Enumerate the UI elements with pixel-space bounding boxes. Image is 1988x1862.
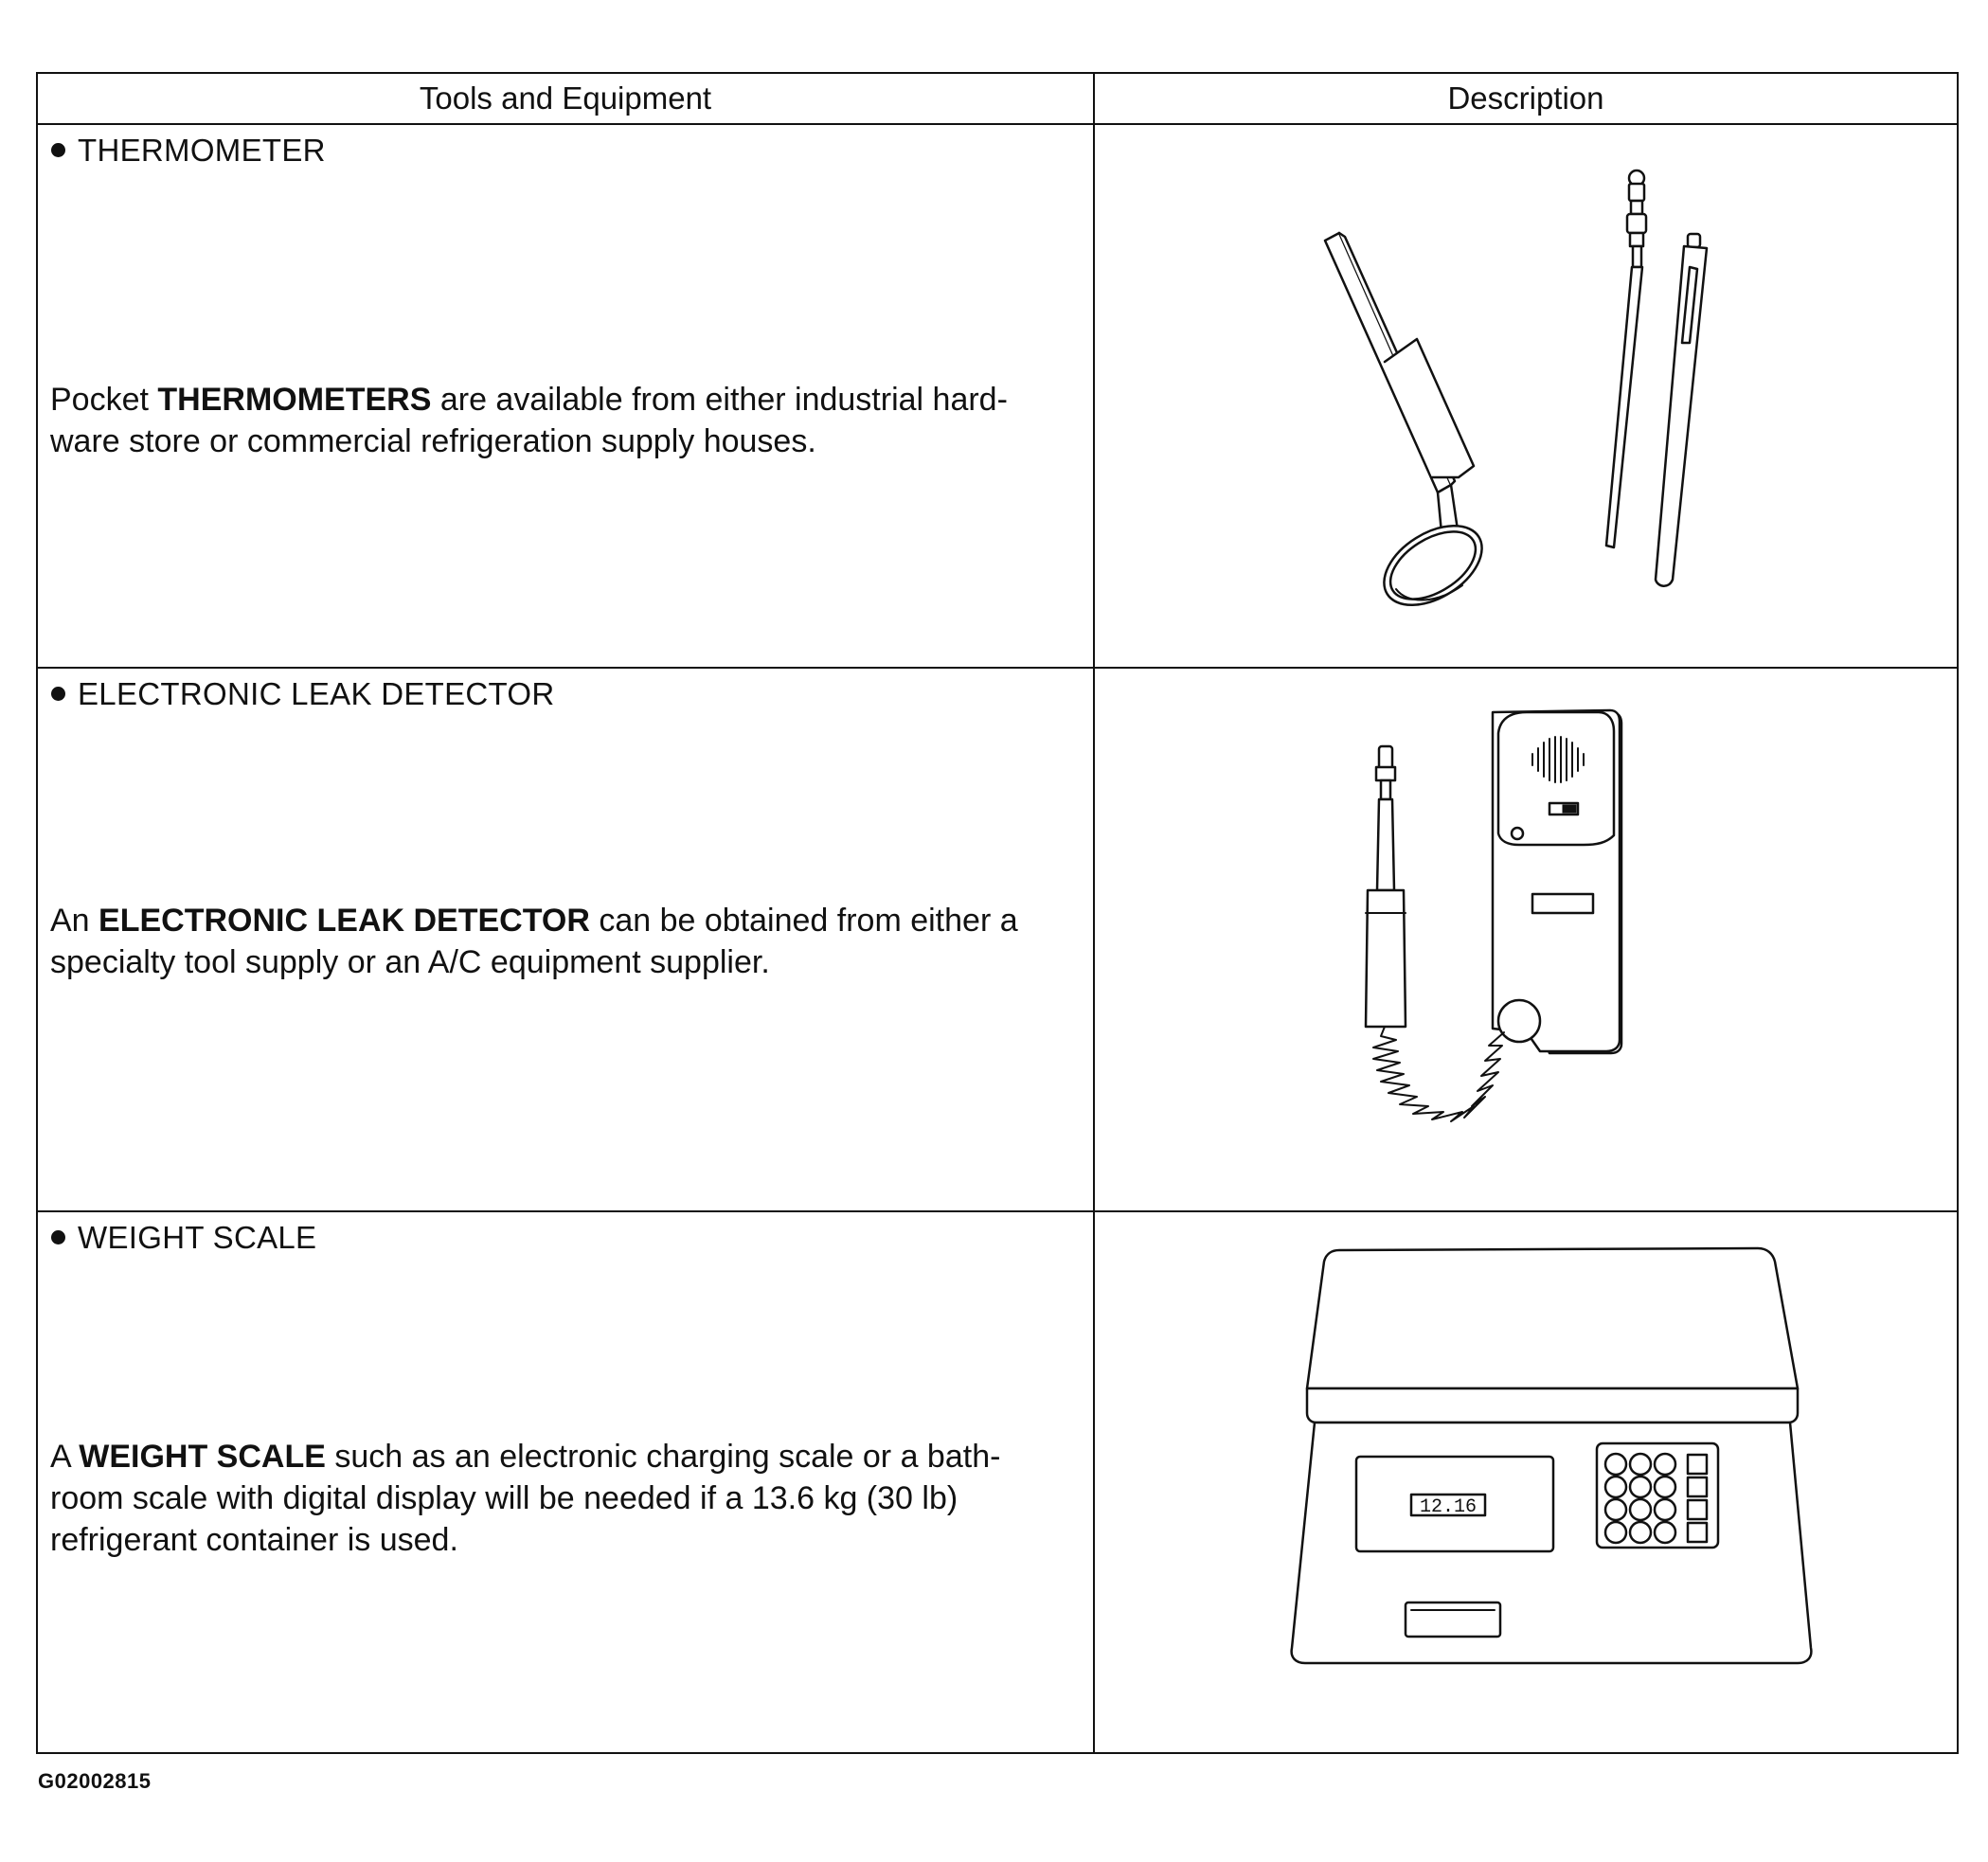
table-header-row: Tools and Equipment Description (36, 72, 1959, 125)
weight-scale-icon: 12.16 (1290, 1246, 1813, 1665)
tool-cell-weight-scale: WEIGHT SCALE A WEIGHT SCALE such as an e… (36, 1210, 1095, 1754)
keypad-function-key (1686, 1521, 1709, 1544)
tool-cell-thermometer: THERMOMETER Pocket THERMOMETERS are avai… (36, 123, 1095, 669)
coiled-cord-icon (1372, 1026, 1505, 1122)
keypad-button (1653, 1452, 1677, 1477)
pocket-thermometers-icon (1323, 169, 1709, 607)
bullet-icon (51, 686, 65, 701)
keypad-button (1603, 1497, 1628, 1522)
bullet-icon (51, 1229, 65, 1244)
keypad-button (1628, 1452, 1653, 1477)
table-row: THERMOMETER Pocket THERMOMETERS are avai… (36, 123, 1959, 669)
keypad-button (1628, 1475, 1653, 1499)
description-leak-detector: An ELECTRONIC LEAK DETECTOR can be obtai… (50, 903, 1018, 980)
image-cell-weight-scale: 12.16 (1093, 1210, 1959, 1754)
probe-thermometer-icon (1604, 169, 1648, 549)
keypad-function-key (1686, 1476, 1709, 1498)
keypad-button (1603, 1520, 1628, 1545)
keypad-function-key (1686, 1498, 1709, 1521)
receipt-slot-icon (1404, 1601, 1502, 1638)
image-cell-leak-detector (1093, 667, 1959, 1212)
image-cell-thermometer (1093, 123, 1959, 669)
keypad-function-key (1686, 1453, 1709, 1476)
tool-cell-leak-detector: ELECTRONIC LEAK DETECTOR An ELECTRONIC L… (36, 667, 1095, 1212)
item-title-weight-scale: WEIGHT SCALE (51, 1220, 316, 1256)
description-weight-scale: A WEIGHT SCALE such as an electronic cha… (50, 1439, 1001, 1558)
figure-id: G02002815 (38, 1769, 152, 1793)
display-reading: 12.16 (1420, 1496, 1477, 1518)
table-row: WEIGHT SCALE A WEIGHT SCALE such as an e… (36, 1210, 1959, 1754)
keypad-button (1628, 1497, 1653, 1522)
keypad-button (1603, 1452, 1628, 1477)
dial-thermometer-icon (1323, 231, 1483, 607)
scale-platform-icon (1305, 1246, 1800, 1390)
pen-thermometer-icon (1654, 232, 1709, 587)
digital-display-icon (1409, 1493, 1487, 1517)
description-thermometer: Pocket THERMOMETERS are available from e… (50, 382, 1008, 459)
keypad-button (1603, 1475, 1628, 1499)
keypad-button (1653, 1497, 1677, 1522)
indicator-light-icon (1510, 826, 1525, 841)
sensitivity-knob-icon (1496, 998, 1542, 1044)
speaker-grille-icon (1531, 736, 1585, 783)
keypad-button (1653, 1520, 1677, 1545)
keypad-icon (1595, 1441, 1720, 1549)
column-header-description: Description (1093, 72, 1959, 125)
bullet-icon (51, 142, 65, 157)
keypad-button (1628, 1520, 1653, 1545)
label-slot-icon (1531, 892, 1595, 915)
electronic-leak-detector-icon (1364, 708, 1623, 1122)
keypad-button (1653, 1475, 1677, 1499)
table-row: ELECTRONIC LEAK DETECTOR An ELECTRONIC L… (36, 667, 1959, 1212)
item-title-leak-detector: ELECTRONIC LEAK DETECTOR (51, 676, 555, 712)
tools-equipment-table: Tools and Equipment Description THERMOME… (36, 72, 1959, 1754)
item-title-thermometer: THERMOMETER (51, 133, 326, 169)
column-header-tools: Tools and Equipment (36, 72, 1095, 125)
